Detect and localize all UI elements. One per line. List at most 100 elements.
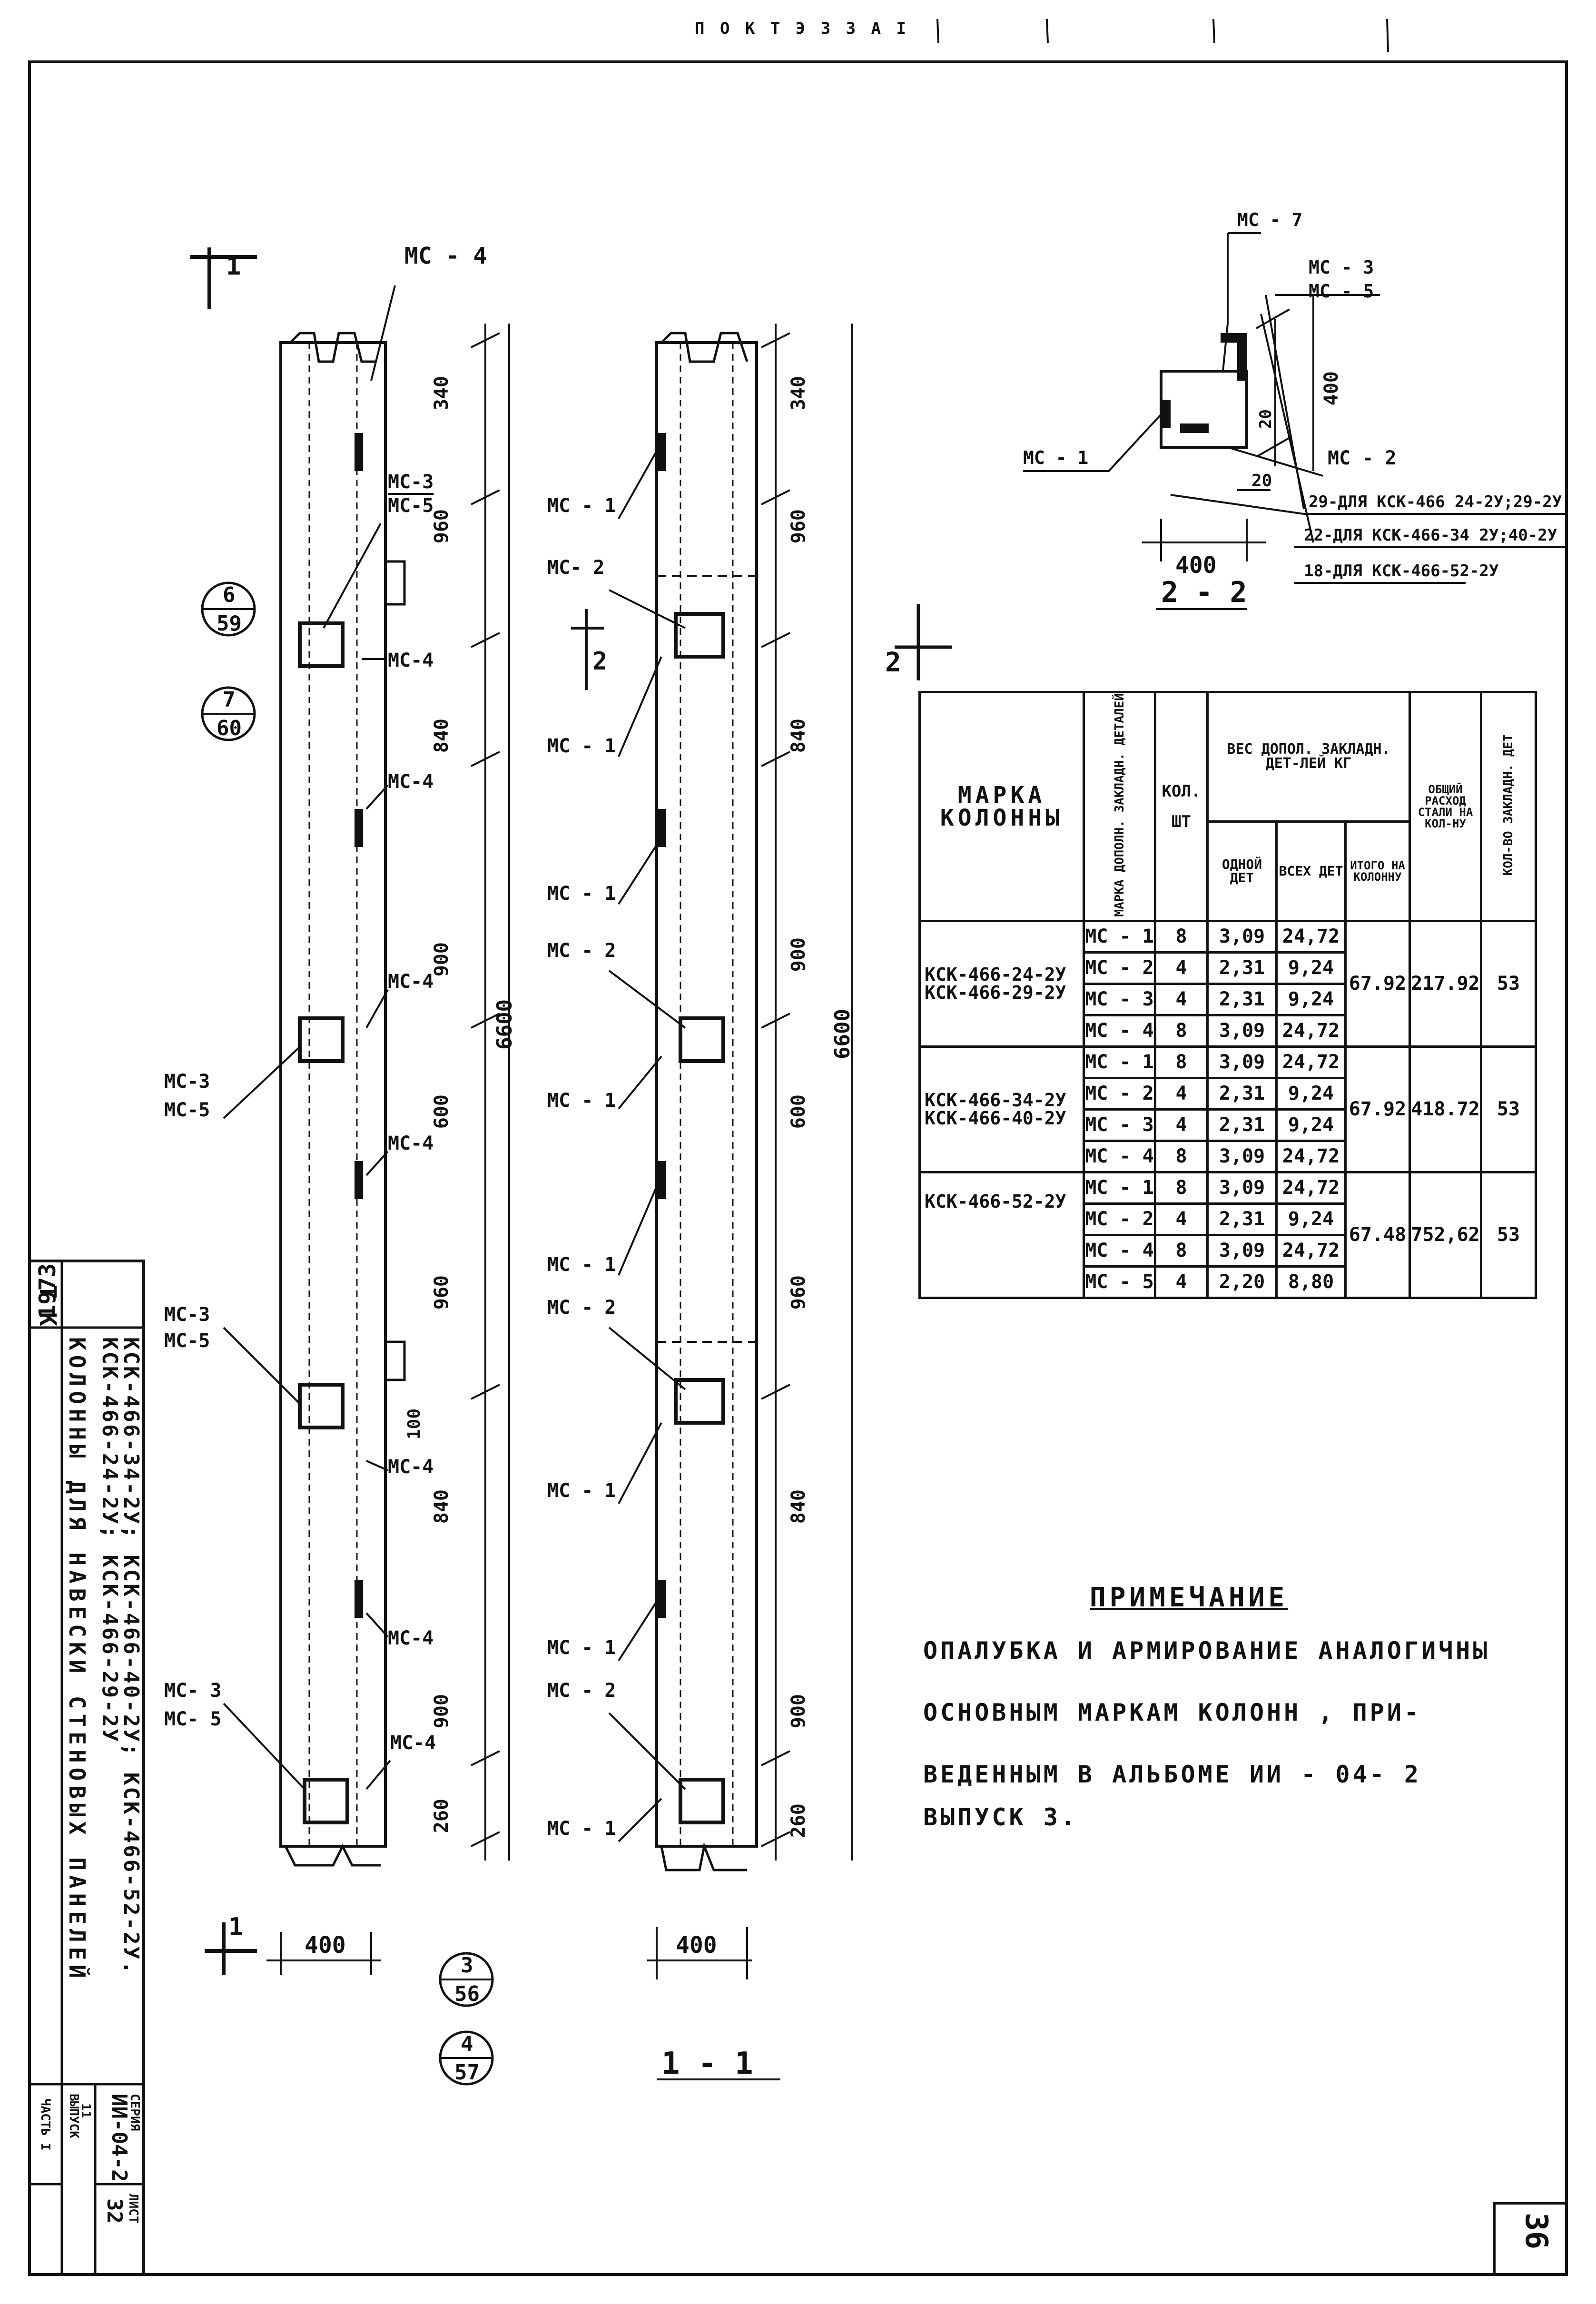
qty-cell: 8 xyxy=(1154,919,1209,954)
left-dim-7: 840 xyxy=(431,1489,453,1524)
ref-4-num: 4 xyxy=(461,2032,473,2056)
brand-cell-2: КСК-466-34-2У КСК-466-40-2У xyxy=(918,1045,1085,1173)
section-1-1-caption: 1 - 1 xyxy=(661,2046,753,2081)
all-cell: 24,72 xyxy=(1275,1139,1347,1173)
label-mg4-a: МС-4 xyxy=(388,650,434,671)
right-label-2: МС- 2 xyxy=(547,557,605,579)
right-label-4: МС - 1 xyxy=(547,883,616,905)
table-row: КСК-466-24-2У КСК-466-29-2У МС - 1 8 3,0… xyxy=(918,919,1537,1048)
title-block-sheet-value: 32 xyxy=(102,2198,127,2224)
label-mg3-d: МС- 3 xyxy=(164,1680,222,1702)
title-block-issue-value: 11 xyxy=(79,2103,93,2118)
part-cell: МС - 3 xyxy=(1083,982,1156,1016)
qty-cell: 8 xyxy=(1154,1233,1209,1268)
table-row: МС - 2 4 2,31 9,24 xyxy=(920,951,1536,985)
left-dim-5: 600 xyxy=(431,1094,453,1129)
th-one: ОДНОЙ ДЕТ xyxy=(1206,820,1278,922)
note-line-1: ОПАЛУБКА И АРМИРОВАНИЕ АНАЛОГИЧНЫ xyxy=(923,1637,1490,1664)
one-cell: 2,31 xyxy=(1206,982,1278,1016)
ref-6-den: 59 xyxy=(217,611,242,636)
all-cell: 9,24 xyxy=(1275,1202,1347,1236)
one-cell: 2,20 xyxy=(1206,1265,1278,1299)
right-dim-8: 900 xyxy=(788,1694,809,1729)
th-weight: ВЕС ДОПОЛ. ЗАКЛАДН. ДЕТ-ЛЕЙ КГ xyxy=(1206,691,1411,823)
s22-mg7: МС - 7 xyxy=(1237,209,1303,230)
qty-cell: 4 xyxy=(1154,1265,1209,1299)
total-cell-2: 67.92 xyxy=(1344,1045,1411,1173)
section-mark-2-right: 2 xyxy=(885,647,901,678)
brand-cell-3: КСК-466-52-2У xyxy=(918,1171,1085,1299)
label-mg5-c: МС-5 xyxy=(164,1330,210,1352)
s22-dim-20-v: 20 xyxy=(1256,409,1275,429)
s22-note-2: 22-ДЛЯ КСК-466-34 2У;40-2У xyxy=(1304,526,1557,545)
top-stamp: П О К Т Э З 3 А І xyxy=(695,19,909,38)
title-block-series-label: СЕРИЯ xyxy=(128,2094,142,2131)
all-cell: 9,24 xyxy=(1275,1076,1347,1111)
title-block-year: 1973 xyxy=(34,1263,61,1319)
part-cell: МС - 2 xyxy=(1083,1076,1156,1111)
part-cell: МС - 1 xyxy=(1083,1171,1156,1205)
right-label-12: МС - 1 xyxy=(547,1818,616,1840)
section-mark-1-top: 1 xyxy=(226,252,241,281)
left-dim-total: 6600 xyxy=(493,999,517,1050)
part-cell: МС - 1 xyxy=(1083,919,1156,954)
sheet-number-box xyxy=(1493,2202,1568,2276)
right-label-10: МС - 1 xyxy=(547,1637,616,1659)
count-cell-2: 53 xyxy=(1480,1045,1537,1173)
right-label-11: МС - 2 xyxy=(547,1680,616,1702)
right-label-1: МС - 1 xyxy=(547,495,616,517)
table-row: МС - 3 4 2,31 9,24 xyxy=(920,982,1536,1016)
all-cell: 8,80 xyxy=(1275,1265,1347,1299)
part-cell: МС - 5 xyxy=(1083,1265,1156,1299)
s22-mg3: МС - 3 xyxy=(1309,257,1374,278)
note-heading: ПРИМЕЧАНИЕ xyxy=(1090,1582,1289,1613)
qty-cell: 4 xyxy=(1154,982,1209,1016)
one-cell: 2,31 xyxy=(1206,1108,1278,1142)
title-block-issue-label: ВЫПУСК xyxy=(67,2094,81,2138)
part-cell: МС - 3 xyxy=(1083,1108,1156,1142)
part-cell: МС - 1 xyxy=(1083,1045,1156,1079)
right-dim-4: 900 xyxy=(788,937,809,972)
brand-cell-1: КСК-466-24-2У КСК-466-29-2У xyxy=(918,919,1085,1048)
label-mg5-b: МС-5 xyxy=(164,1099,210,1121)
table-row: МС - 2 4 2,31 9,24 xyxy=(920,1202,1536,1236)
s22-dim-400-v: 400 xyxy=(1320,371,1342,406)
label-mg4-c: МС-4 xyxy=(388,971,434,993)
all-cell: 9,24 xyxy=(1275,1108,1347,1142)
right-label-7: МС - 1 xyxy=(547,1254,616,1276)
left-column-elevation xyxy=(190,247,510,2086)
one-cell: 2,31 xyxy=(1206,951,1278,985)
count-cell-3: 53 xyxy=(1480,1171,1537,1299)
table-row: МС - 4 8 3,09 24,72 xyxy=(920,1014,1536,1048)
section-2-2 xyxy=(895,232,1566,680)
note-line-2: ОСНОВНЫМ МАРКАМ КОЛОНН , ПРИ- xyxy=(923,1699,1421,1726)
one-cell: 3,09 xyxy=(1206,1139,1278,1173)
table-row: МС - 2 4 2,31 9,24 xyxy=(920,1076,1536,1111)
title-block-series-value: ИИ-04-2 xyxy=(107,2094,131,2182)
ref-7-den: 60 xyxy=(217,716,242,740)
right-dim-7: 840 xyxy=(788,1489,809,1524)
th-qty: КОЛ. ШТ xyxy=(1154,691,1209,922)
qty-cell: 8 xyxy=(1154,1139,1209,1173)
table-row: МС - 4 8 3,09 24,72 xyxy=(920,1139,1536,1173)
s22-mg5: МС - 5 xyxy=(1309,281,1374,302)
one-cell: 3,09 xyxy=(1206,1233,1278,1268)
label-mg5-d: МС- 5 xyxy=(164,1708,222,1730)
right-width-dim: 400 xyxy=(676,1932,717,1959)
ref-3-num: 3 xyxy=(461,1953,473,1978)
th-brand: МАРКА КОЛОННЫ xyxy=(918,691,1085,922)
title-block-part-label: ЧАСТЬ I xyxy=(38,2098,52,2151)
s22-note-1: 29-ДЛЯ КСК-466 24-2У;29-2У xyxy=(1309,492,1562,512)
ref-4-den: 57 xyxy=(454,2060,480,2085)
left-dim-2: 960 xyxy=(431,509,453,544)
qty-cell: 4 xyxy=(1154,951,1209,985)
all-cell: 9,24 xyxy=(1275,951,1347,985)
total-cell-1: 67.92 xyxy=(1344,921,1411,1048)
part-cell: МС - 2 xyxy=(1083,951,1156,985)
title-block-sheet-label: ЛИСТ xyxy=(126,2194,140,2224)
one-cell: 3,09 xyxy=(1206,1171,1278,1205)
one-cell: 3,09 xyxy=(1206,1014,1278,1048)
one-cell: 2,31 xyxy=(1206,1202,1278,1236)
section-2-2-caption: 2 - 2 xyxy=(1161,576,1247,609)
